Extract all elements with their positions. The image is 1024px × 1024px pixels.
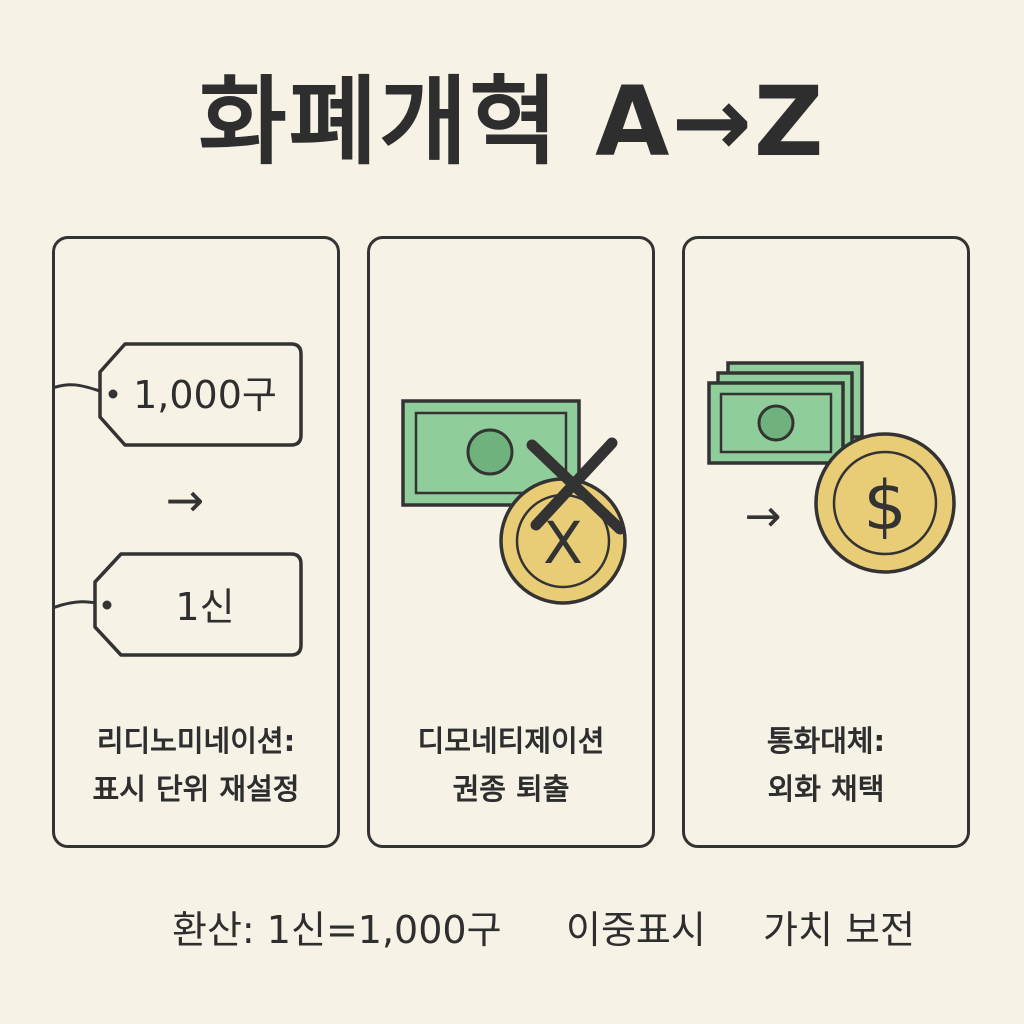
- demonetization-caption-desc: 권종 퇴출: [452, 772, 570, 806]
- coin-symbol: X: [543, 509, 583, 577]
- price-tag-icon: [55, 552, 303, 657]
- arrow-right-icon: →: [745, 491, 782, 542]
- page-title: 화폐개혁 A→Z: [198, 66, 826, 178]
- redenomination-illustration: 1,000구 → 1신: [55, 342, 303, 657]
- currency-substitution-caption-desc: 외화 채택: [767, 772, 885, 806]
- redenomination-caption-title: 리디노미네이션:: [96, 724, 296, 758]
- value-preservation-note: 가치 보전: [763, 908, 915, 952]
- redenomination-panel: 1,000구 → 1신 리디노미네이션: 표시 단위 재설정: [52, 236, 340, 848]
- tag-before-text: 1,000구: [133, 373, 277, 417]
- tag-after-text: 1신: [175, 585, 234, 629]
- currency-substitution-illustration: → $: [707, 361, 956, 574]
- currency-substitution-panel: → $ 통화대체: 외화 채택: [682, 236, 970, 848]
- redenomination-caption-desc: 표시 단위 재설정: [92, 772, 300, 806]
- demonetization-illustration: X: [401, 399, 627, 605]
- dollar-coin-icon: $: [814, 432, 956, 574]
- conversion-note: 환산: 1신=1,000구: [172, 908, 502, 952]
- arrow-right-icon: →: [166, 473, 205, 527]
- demonetization-panel: X 디모네티제이션 권종 퇴출: [367, 236, 655, 848]
- demonetization-caption-title: 디모네티제이션: [417, 724, 605, 758]
- bottom-notes: 환산: 1신=1,000구 이중표시 가치 보전: [0, 900, 1024, 960]
- dollar-symbol: $: [863, 467, 906, 546]
- cross-icon: [526, 437, 626, 535]
- currency-substitution-caption-title: 통화대체:: [766, 724, 886, 758]
- banknote-stack-icon: [707, 361, 864, 465]
- dual-display-note: 이중표시: [566, 908, 706, 952]
- price-tag-icon: [55, 342, 303, 447]
